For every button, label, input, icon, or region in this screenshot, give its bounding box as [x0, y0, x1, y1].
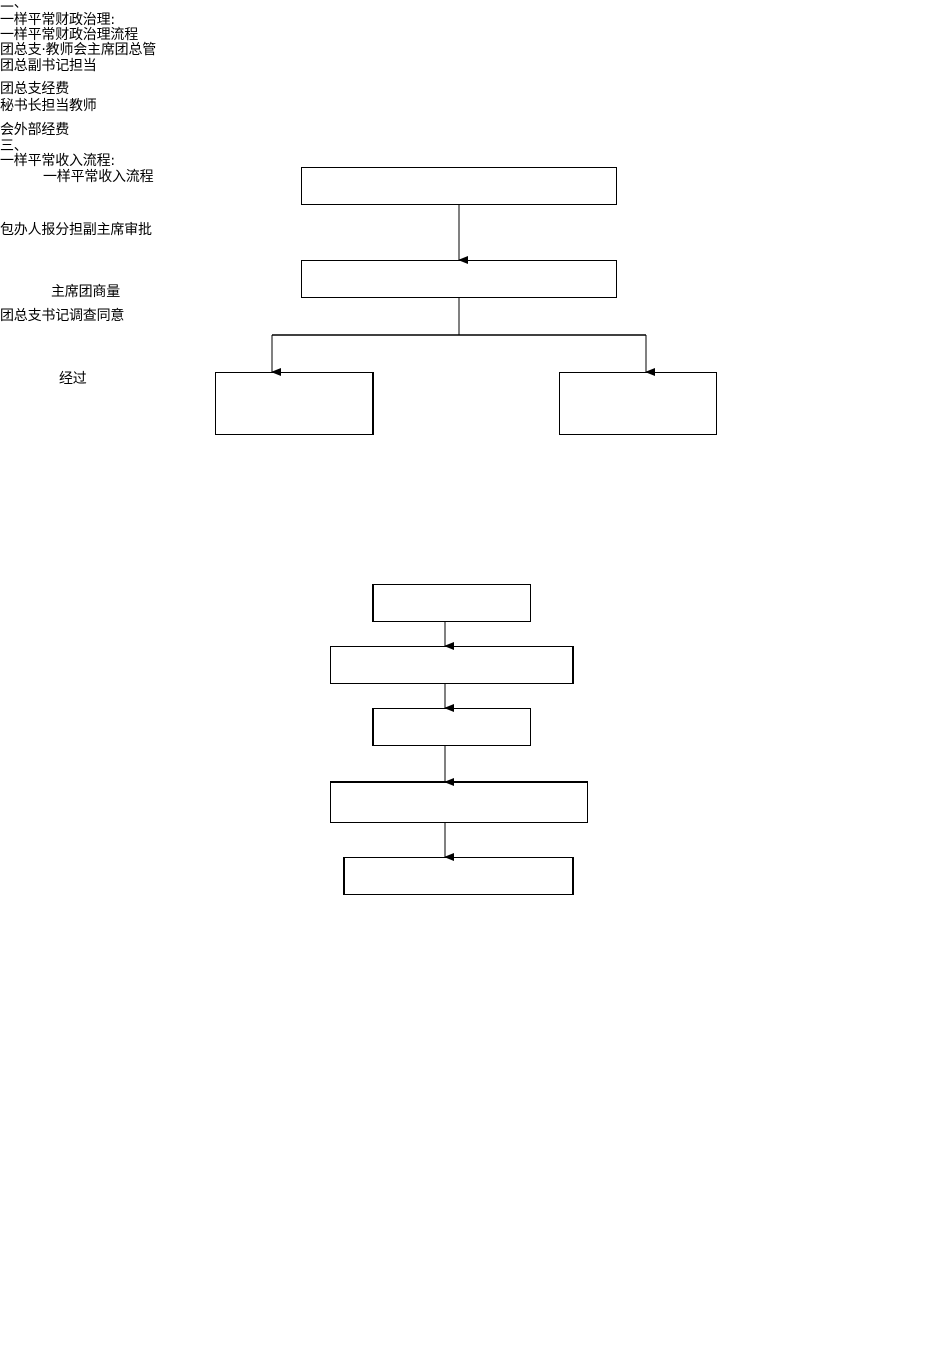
text-secretary-review-approve: 团总支书记调查同意 — [0, 308, 125, 324]
flow2-box-5 — [344, 857, 574, 895]
text-presidium-discussion: 主席团商量 — [51, 284, 120, 300]
heading-daily-income-process: 一样平常收入流程 — [43, 169, 154, 185]
heading-daily-finance-management: 一样平常财政治理: — [0, 12, 115, 28]
flowchart-daily-finance — [215, 167, 717, 435]
flow1-box-top — [301, 167, 617, 205]
section-number-3: 三、 — [0, 138, 28, 154]
flow1-box-right — [559, 372, 717, 435]
flow2-box-2 — [330, 646, 574, 684]
section-number-2: 二、 — [0, 0, 28, 11]
flowchart-daily-income — [330, 584, 588, 895]
heading-daily-income: 一样平常收入流程: — [0, 153, 115, 169]
heading-daily-finance-process: 一样平常财政治理流程 — [0, 27, 138, 43]
text-handler-report-approval: 包办人报分担副主席审批 — [0, 222, 152, 238]
flow2-box-4 — [330, 782, 588, 823]
flow1-box-left — [215, 372, 373, 435]
text-passed: 经过 — [59, 371, 87, 387]
text-league-funds: 团总支经费 — [0, 81, 69, 97]
flow2-box-1 — [373, 584, 531, 622]
flow2-box-3 — [373, 708, 531, 746]
text-secretary-general: 秘书长担当教师 — [0, 98, 97, 114]
flow1-box-second — [301, 260, 617, 298]
text-deputy-secretary: 团总副书记担当 — [0, 58, 97, 74]
text-league-teacher-council: 团总支·教师会主席团总管 — [0, 42, 157, 58]
text-external-funds: 会外部经费 — [0, 122, 69, 138]
